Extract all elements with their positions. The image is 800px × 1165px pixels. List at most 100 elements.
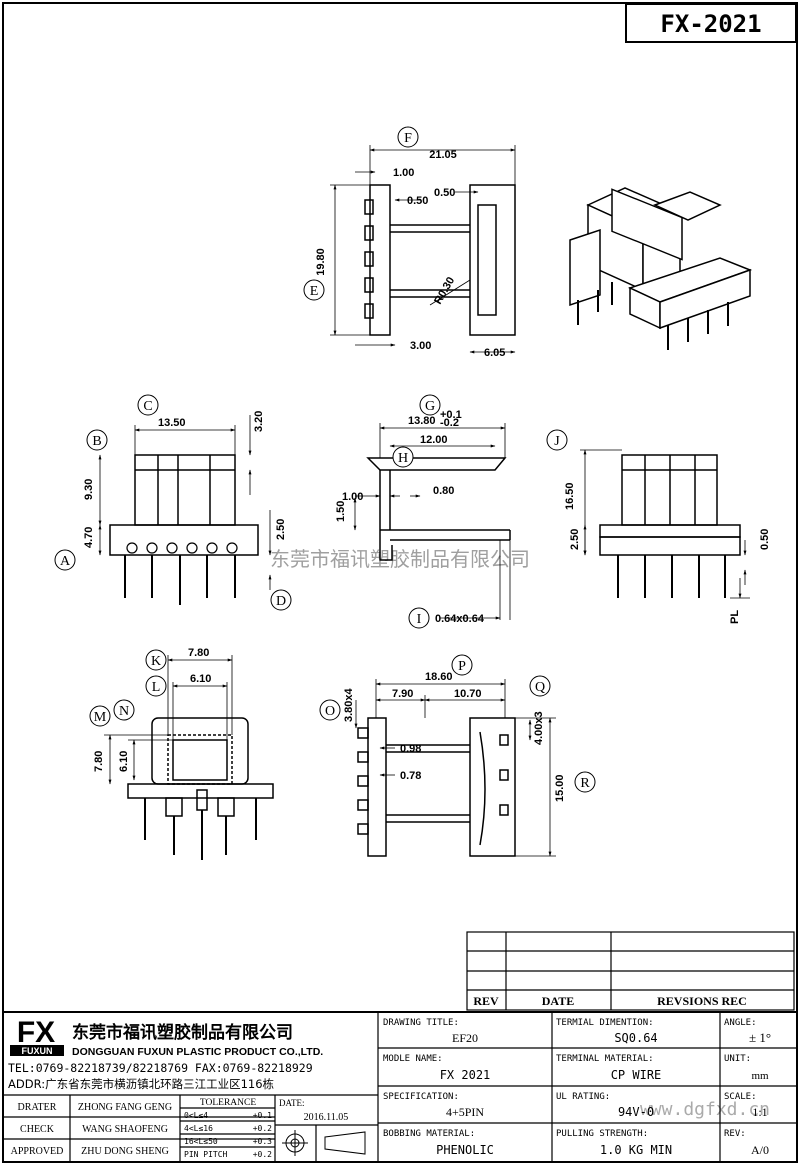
spec-label: SPECIFICATION: [383, 1092, 459, 1102]
angle-label: ANGLE: [724, 1018, 757, 1028]
dim-br-w3: 10.70 [454, 688, 482, 700]
letter-q: Q [535, 680, 545, 695]
dim-top-height: 19.80 [315, 248, 327, 276]
dim-br-height: 15.00 [554, 774, 566, 802]
model-label: MODLE NAME: [383, 1054, 443, 1064]
check-label: CHECK [20, 1124, 55, 1135]
letter-b: B [92, 434, 101, 449]
date-header: DATE [542, 994, 574, 1008]
dim-side-d2: 0.80 [433, 485, 454, 497]
tol-val-3: +0.3 [253, 1137, 272, 1146]
dim-front-h4: 2.50 [275, 519, 287, 540]
dim-side-tol-dn: -0.2 [440, 417, 459, 429]
dim-br-d2: 0.98 [400, 743, 421, 755]
rev-label: REV: [724, 1129, 746, 1139]
terminal-mat: CP WIRE [611, 1068, 662, 1082]
dim-right-h1: 16.50 [564, 482, 576, 510]
rev-header: REV [473, 994, 499, 1008]
dim-side-d1: 1.00 [342, 491, 363, 503]
dim-side-pin: 0.64x0.64 [435, 613, 485, 625]
dim-bl-h1: 7.80 [93, 751, 105, 772]
dim-front-h2: 9.30 [83, 479, 95, 500]
isometric-view [569, 187, 753, 350]
dim-right-h3: 0.50 [759, 529, 771, 550]
tol-range-1: 0<L≤4 [184, 1111, 208, 1120]
watermark-text: 东莞市福讯塑胶制品有限公司 [270, 547, 530, 571]
dim-top-d4: 3.00 [410, 340, 431, 352]
dim-side-w1: 13.80 [408, 415, 436, 427]
drater-label: DRATER [18, 1102, 57, 1113]
dim-top-d3: 0.50 [434, 187, 455, 199]
dim-br-w2: 7.90 [392, 688, 413, 700]
dim-bl-h2: 6.10 [118, 751, 130, 772]
tol-range-3: 16<L≤50 [184, 1137, 218, 1146]
part-number-box: FX-2021 [625, 3, 797, 43]
company-name-en: DONGGUAN FUXUN PLASTIC PRODUCT CO.,LTD. [72, 1046, 323, 1058]
tol-val-1: +0.1 [253, 1111, 272, 1120]
terminal-dim-label: TERMIAL DIMENTION: [556, 1018, 654, 1028]
dim-br-d4: 4.00x3 [533, 711, 545, 745]
right-view [580, 449, 750, 599]
date-value: 2016.11.05 [304, 1112, 349, 1123]
letter-m: M [94, 710, 107, 725]
dim-top-d5: 6.05 [484, 347, 505, 359]
bottom-left-view [104, 655, 274, 860]
approved-name: ZHU DONG SHENG [81, 1146, 169, 1157]
ul-value: 94V-0 [618, 1105, 654, 1119]
unit-value: mm [751, 1070, 769, 1082]
letter-o: O [325, 704, 335, 719]
tol-range-4: PIN PITCH [184, 1150, 228, 1159]
watermark-url: www.dgfxd.cn [640, 1099, 770, 1120]
top-view-labels: F E 21.05 19.80 1.00 0.50 0.50 R0.30 3.0… [303, 126, 505, 359]
company-addr: ADDR:广东省东莞市横沥镇北环路三江工业区116栋 [8, 1077, 275, 1091]
tol-range-2: 4<L≤16 [184, 1124, 213, 1133]
dim-bl-w2: 6.10 [190, 673, 211, 685]
drawing-title: EF20 [452, 1031, 478, 1045]
dim-front-h3: 4.70 [83, 527, 95, 548]
bottom-right-view [354, 679, 556, 857]
dim-top-radius: R0.30 [432, 275, 457, 306]
dim-front-width: 13.50 [158, 417, 186, 429]
letter-d: D [276, 594, 286, 609]
tol-val-4: +0.2 [253, 1150, 272, 1159]
spec-value: 4+5PIN [446, 1105, 484, 1119]
bobbin-label: BOBBING MATERIAL: [383, 1129, 475, 1139]
pull-label: PULLING STRENGTH: [556, 1129, 648, 1139]
check-name: WANG SHAOFENG [82, 1124, 168, 1135]
terminal-dim: SQ0.64 [614, 1031, 657, 1045]
drater-name: ZHONG FANG GENG [78, 1102, 172, 1113]
company-logo: FX FUXUN [10, 1016, 64, 1056]
logo-fx: FX [17, 1016, 55, 1049]
company-name-cn: 东莞市福讯塑胶制品有限公司 [72, 1022, 293, 1043]
bottom-left-labels: K L M N 7.80 6.10 7.80 6.10 [89, 647, 211, 772]
dim-top-d1: 1.00 [393, 167, 414, 179]
angle-value: ± 1° [749, 1030, 771, 1045]
dim-side-d3: 1.50 [335, 501, 347, 522]
bobbin-material: PHENOLIC [436, 1143, 494, 1157]
drawing-title-label: DRAWING TITLE: [383, 1018, 459, 1028]
letter-p: P [458, 659, 466, 674]
letter-f: F [404, 131, 412, 146]
projection-symbol-icon [282, 1130, 366, 1156]
dim-side-tol-up: +0.1 [440, 409, 462, 421]
revision-table [466, 931, 795, 1011]
tol-val-2: +0.2 [253, 1124, 272, 1133]
letter-i: I [417, 612, 422, 627]
dim-br-w1: 18.60 [425, 671, 453, 683]
tolerance-title: TOLERANCE [200, 1098, 256, 1108]
letter-g: G [425, 399, 435, 414]
front-view-labels: C B A D 13.50 3.20 9.30 4.70 2.50 [54, 394, 292, 611]
letter-h: H [398, 451, 408, 466]
letter-e: E [310, 284, 319, 299]
label-pl: PL [729, 610, 741, 624]
dim-top-d2: 0.50 [407, 195, 428, 207]
front-view [98, 415, 272, 605]
letter-n: N [119, 704, 129, 719]
rev-value: A/0 [751, 1143, 769, 1157]
scale-label: SCALE: [724, 1092, 757, 1102]
dim-right-h2: 2.50 [569, 529, 581, 550]
side-view [353, 423, 511, 620]
letter-r: R [580, 776, 590, 791]
approved-label: APPROVED [11, 1146, 64, 1157]
